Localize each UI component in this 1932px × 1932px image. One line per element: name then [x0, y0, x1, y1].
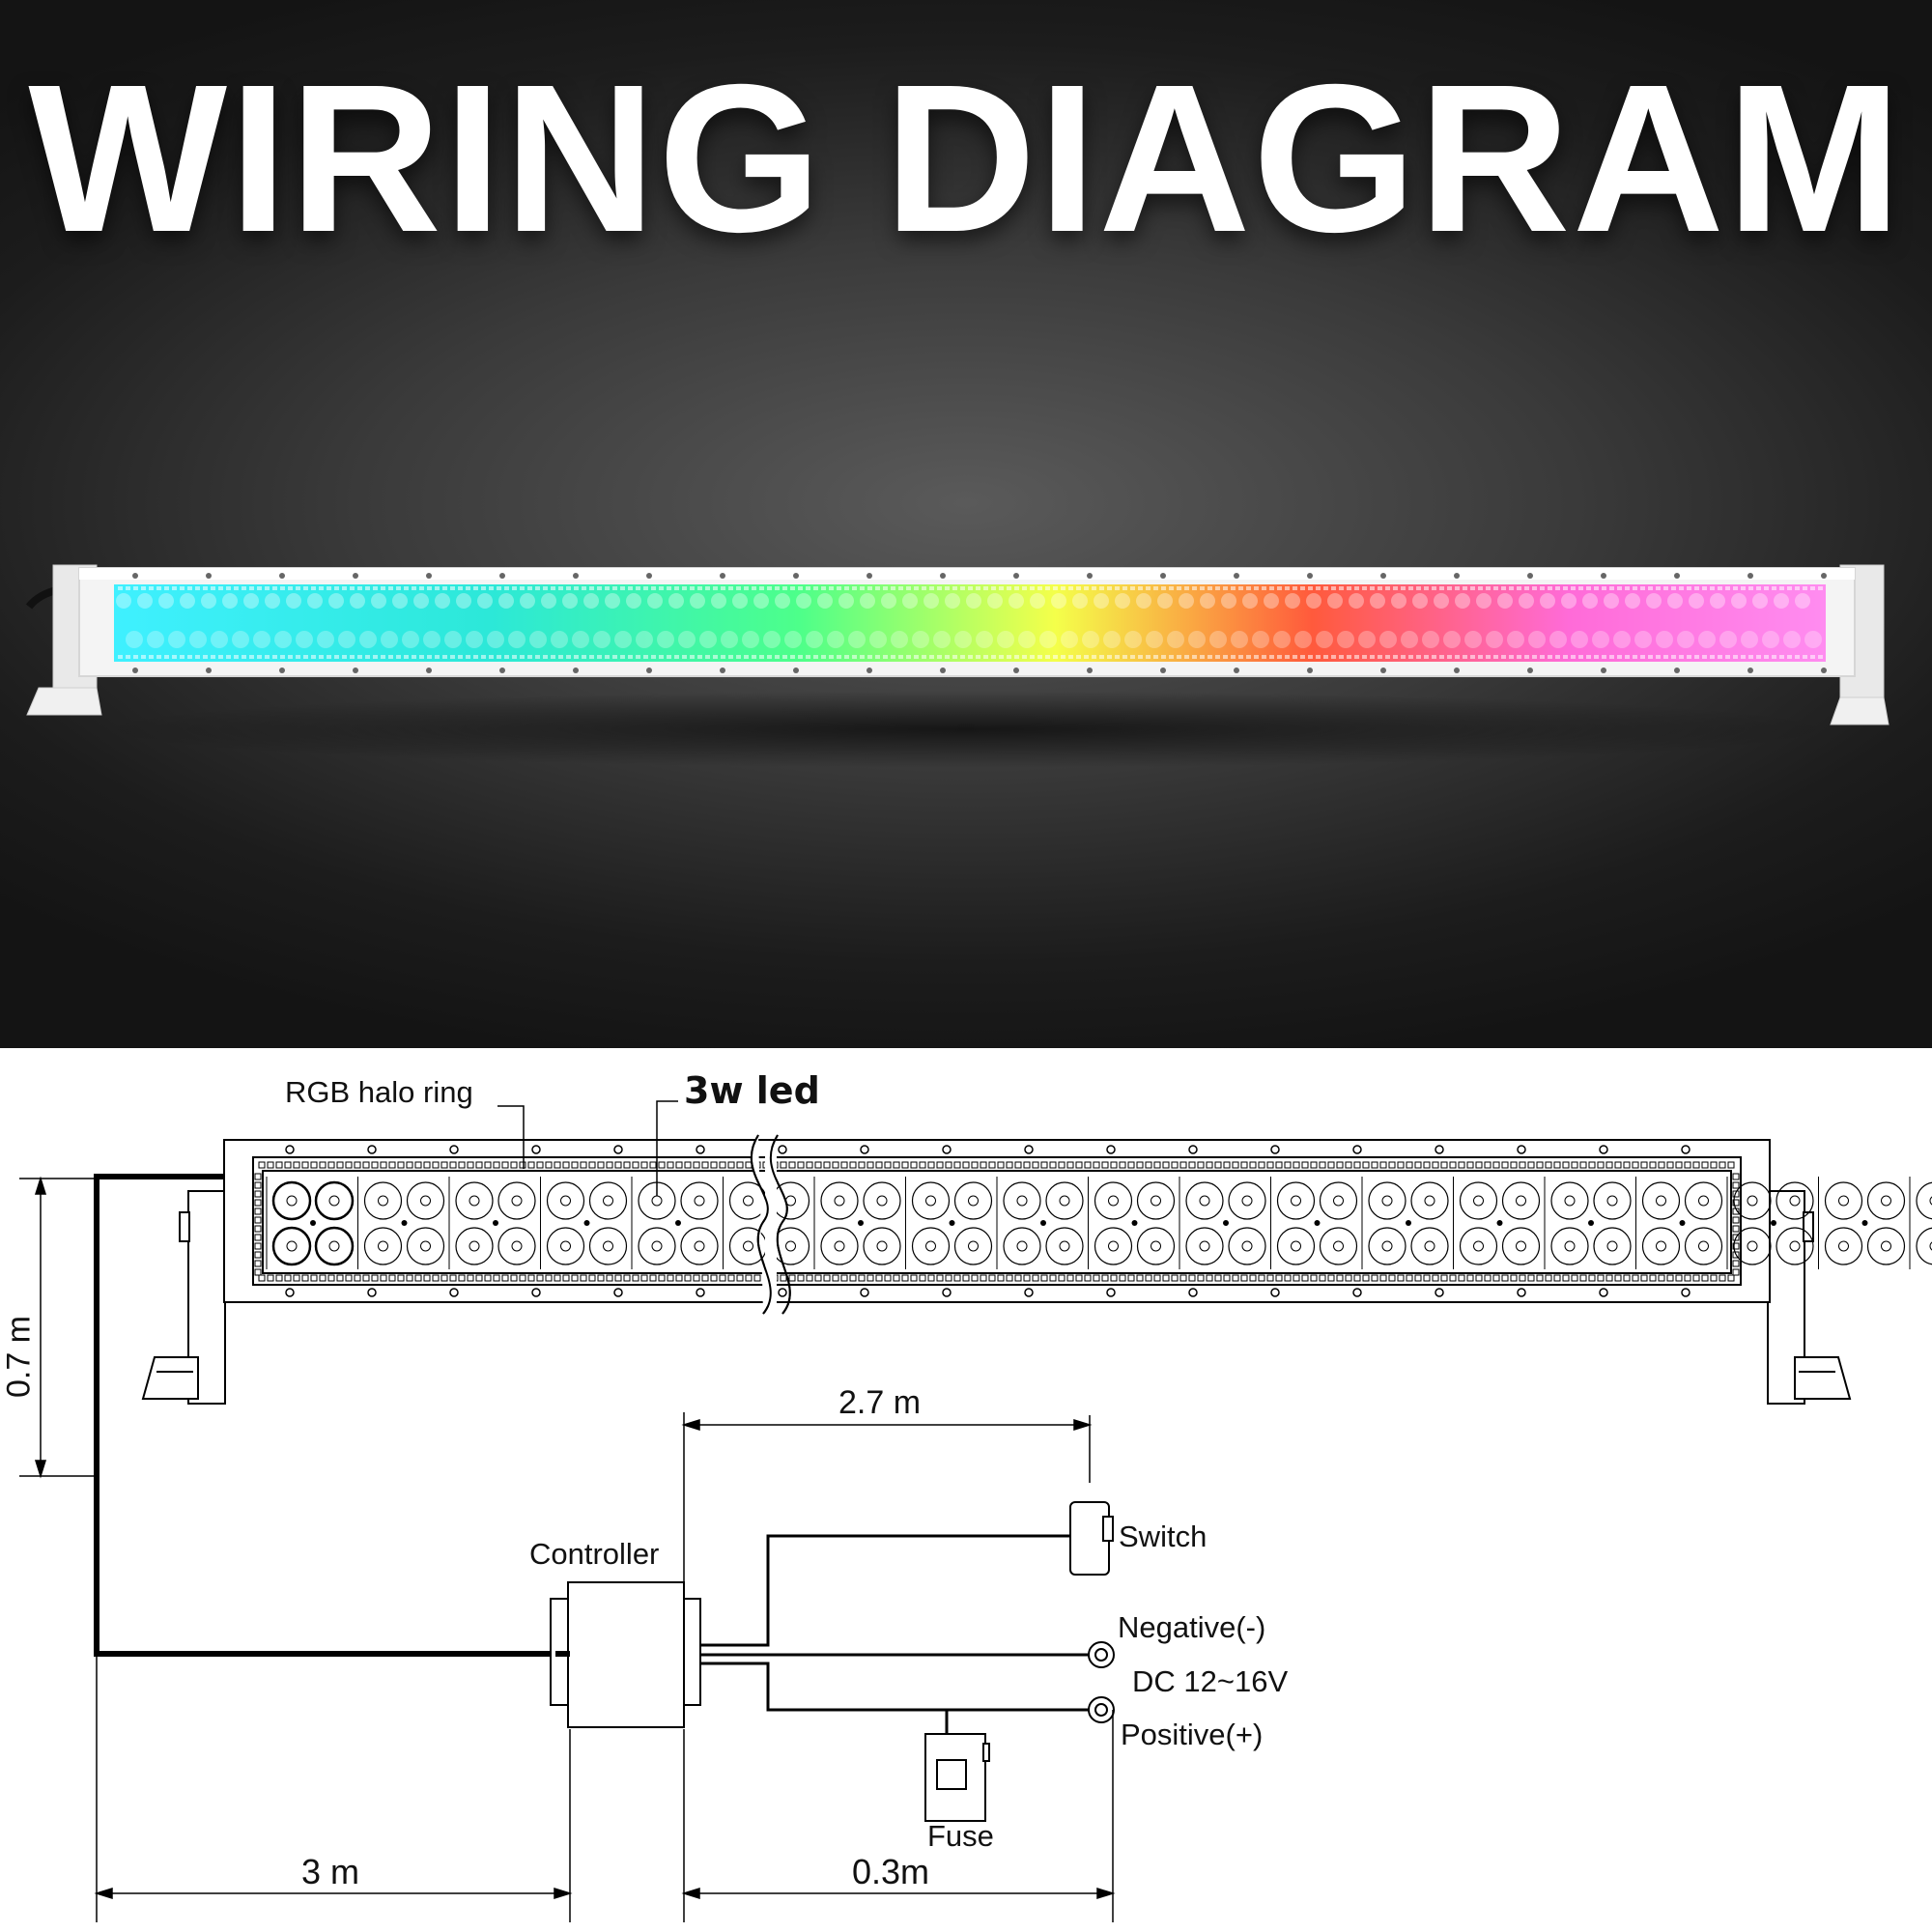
bar-cable-dimension	[94, 1654, 573, 1922]
bar-bolts	[285, 1145, 1690, 1297]
3w-led-label: 3w led	[684, 1069, 820, 1112]
fuse-label: Fuse	[927, 1819, 994, 1853]
output-wires	[700, 1534, 1092, 1734]
power-cable-length-label: 0.3m	[852, 1852, 930, 1891]
controller-label: Controller	[529, 1537, 660, 1571]
power-cable-dimension	[681, 1710, 1116, 1922]
negative-label: Negative(-)	[1118, 1610, 1266, 1644]
led-lens-pattern	[116, 586, 1823, 659]
led-light-bar-photo	[25, 564, 1889, 768]
height-dimension-label: 0.7 m	[0, 1315, 38, 1399]
housing-bolts	[132, 573, 1827, 673]
right-bracket	[1767, 1190, 1852, 1405]
led-callout-line	[656, 1100, 678, 1196]
controller-box	[550, 1581, 701, 1728]
positive-terminal-icon	[1088, 1696, 1115, 1723]
led-grid-drawing	[266, 1177, 1932, 1269]
fuse-icon	[924, 1733, 990, 1822]
positive-label: Positive(+)	[1121, 1718, 1264, 1751]
switch-cable-dimension	[681, 1412, 1093, 1584]
bar-cable	[94, 1174, 555, 1657]
bar-cable-length-label: 3 m	[301, 1852, 360, 1891]
voltage-label: DC 12~16V	[1132, 1664, 1289, 1698]
left-bracket	[141, 1190, 226, 1405]
page-title: WIRING DIAGRAM	[28, 42, 1904, 276]
rgb-halo-ring-label: RGB halo ring	[285, 1075, 473, 1109]
switch-icon	[1069, 1501, 1114, 1576]
height-dimension	[19, 1176, 97, 1479]
switch-label: Switch	[1119, 1520, 1208, 1553]
hero-photo: WIRING DIAGRAM	[0, 0, 1932, 1048]
negative-terminal-icon	[1088, 1641, 1115, 1668]
rgb-halo-ring-drawing	[254, 1161, 1740, 1282]
switch-cable-length-label: 2.7 m	[838, 1384, 922, 1421]
wiring-diagram-drawing	[19, 1100, 1932, 1922]
rgb-lens	[114, 584, 1826, 662]
wiring-diagram: RGB halo ring 3w led 0.7 m 2.7 m Switch …	[0, 1048, 1932, 1932]
halo-ring-callout-line	[497, 1105, 525, 1169]
